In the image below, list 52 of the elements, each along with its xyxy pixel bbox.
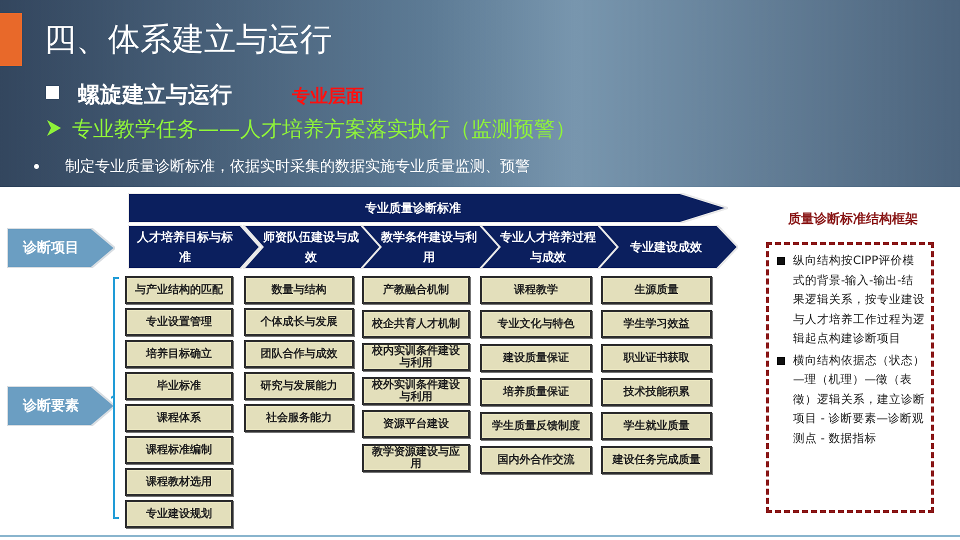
banner-arrow <box>128 193 728 223</box>
element-box: 课程标准编制 <box>125 436 233 464</box>
slide-title: 四、体系建立与运行 <box>44 19 332 60</box>
element-box: 社会服务能力 <box>244 404 354 432</box>
pointer-arrow <box>7 228 115 268</box>
element-box: 产教融合机制 <box>362 276 470 304</box>
element-box: 技术技能积累 <box>601 378 712 406</box>
chevron-shape <box>128 225 260 269</box>
element-box: 建设任务完成质量 <box>601 446 712 474</box>
chevron-label: 教学条件建设与利用 <box>381 229 477 266</box>
element-box: 数量与结构 <box>244 276 354 304</box>
banner-text: 专业质量诊断标准 <box>364 200 462 217</box>
arrow-label: 诊断要素 <box>22 397 80 416</box>
element-box: 培养目标确立 <box>125 340 233 368</box>
element-box: 资源平台建设 <box>362 410 470 438</box>
element-box: 团队合作与成效 <box>244 340 354 368</box>
element-box: 培养质量保证 <box>480 378 592 406</box>
element-box: 职业证书获取 <box>601 344 712 372</box>
panel-heading: 质量诊断标准结构框架 <box>787 211 919 228</box>
element-box: 专业设置管理 <box>125 308 233 336</box>
arrow-label: 诊断项目 <box>22 239 80 258</box>
chevron-label: 师资队伍建设与成效 <box>263 229 359 266</box>
element-box: 专业文化与特色 <box>480 310 592 338</box>
bullet-text: 制定专业质量诊断标准，依据实时采集的数据实施专业质量监测、预警 <box>65 157 530 176</box>
chevron-label: 专业人才培养过程与成效 <box>500 229 596 266</box>
element-box: 学生学习效益 <box>601 310 712 338</box>
highlight-text: 专业层面 <box>292 85 364 108</box>
framework-text: 横向结构依据态（状态）—理（机理）—徵（表徵）逻辑关系，建立诊断项目 - 诊断要素—诊断观测点 - 数据指标 <box>793 352 925 446</box>
chevron-shape <box>598 225 738 269</box>
element-box: 生源质量 <box>601 276 712 304</box>
element-box: 课程教学 <box>480 276 592 304</box>
element-box: 校外实训条件建设与利用 <box>362 376 470 404</box>
element-box: 研究与发展能力 <box>244 372 354 400</box>
task-heading: 专业教学任务——人才培养方案落实执行（监测预警） <box>72 116 576 143</box>
element-box: 课程体系 <box>125 404 233 432</box>
element-box: 国内外合作交流 <box>480 446 592 474</box>
subtitle: 螺旋建立与运行 <box>78 82 232 110</box>
element-box: 毕业标准 <box>125 372 233 400</box>
chevron-label: 专业建设成效 <box>629 239 703 256</box>
element-box: 校企共育人才机制 <box>362 310 470 338</box>
framework-text: 纵向结构按CIPP评价模式的背景-输入-输出-结果逻辑关系，按专业建设与人才培养工作过程为逻辑起点构建诊断项目 <box>793 252 925 347</box>
element-box: 学生质量反馈制度 <box>480 412 592 440</box>
element-box: 专业建设规划 <box>125 500 233 528</box>
element-box: 个体成长与发展 <box>244 308 354 336</box>
pointer-arrow <box>7 386 115 426</box>
element-box: 建设质量保证 <box>480 344 592 372</box>
element-box: 教学资源建设与应用 <box>362 444 470 472</box>
element-box: 课程教材选用 <box>125 468 233 496</box>
element-box: 与产业结构的匹配 <box>125 276 233 304</box>
element-box: 校内实训条件建设与利用 <box>362 343 470 371</box>
element-box: 学生就业质量 <box>601 412 712 440</box>
chevron-label: 人才培养目标与标准 <box>136 229 234 266</box>
